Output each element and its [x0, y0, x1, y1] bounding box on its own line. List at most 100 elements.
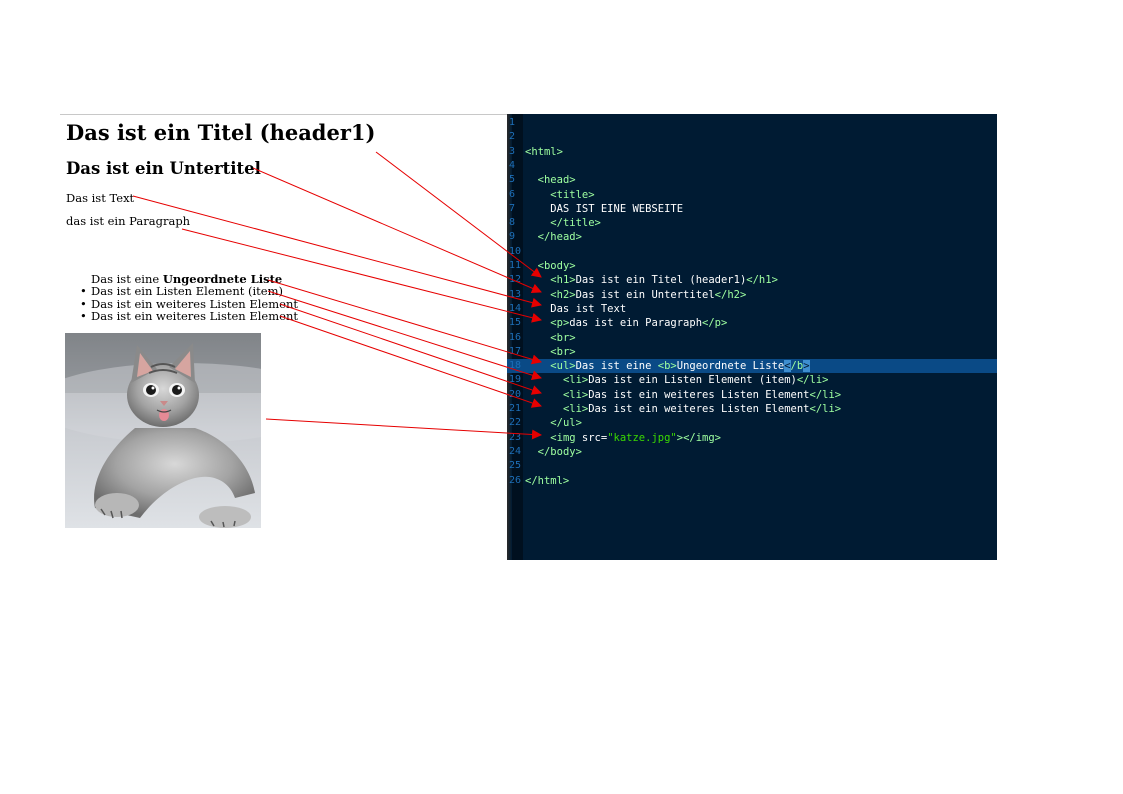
code-token: das ist ein Paragraph — [569, 317, 703, 330]
code-token — [525, 317, 550, 329]
code-text: </title> — [525, 216, 601, 230]
code-line-12[interactable]: 12 <h1>Das ist ein Titel (header1)</h1> — [507, 273, 997, 287]
code-token: </li> — [809, 403, 842, 415]
code-token: <title> — [550, 188, 595, 201]
browser-preview: Das ist ein Titel (header1) Das ist ein … — [60, 114, 507, 561]
code-token: </title> — [550, 217, 601, 230]
line-number: 19 — [509, 374, 522, 386]
code-token — [525, 374, 563, 386]
preview-unordered-list: Das ist eine Ungeordnete Liste Das ist e… — [80, 273, 298, 323]
code-text: <html> — [525, 145, 563, 159]
code-token: /b — [790, 360, 804, 373]
code-token: ></img> — [676, 431, 722, 444]
code-text: </html> — [525, 474, 569, 488]
code-token — [525, 274, 550, 286]
code-line-7[interactable]: 7 DAS IST EINE WEBSEITE — [507, 202, 997, 216]
line-number: 10 — [509, 245, 522, 257]
code-token: <p> — [550, 317, 570, 330]
code-text: </body> — [525, 445, 582, 459]
code-line-5[interactable]: 5 <head> — [507, 173, 997, 187]
code-line-23[interactable]: 23 <img src="katze.jpg"></img> — [507, 431, 997, 445]
code-line-1[interactable]: 1 — [507, 116, 997, 130]
code-token: </ul> — [550, 417, 582, 430]
code-text: <br> — [525, 331, 575, 345]
line-number: 8 — [509, 217, 516, 229]
code-token: <li> — [562, 374, 589, 387]
code-line-24[interactable]: 24 </body> — [507, 445, 997, 459]
code-line-10[interactable]: 10 — [507, 245, 997, 259]
line-number: 23 — [509, 431, 522, 443]
code-line-16[interactable]: 16 <br> — [507, 331, 997, 345]
code-line-15[interactable]: 15 <p>das ist ein Paragraph</p> — [507, 316, 997, 330]
code-token — [525, 403, 563, 415]
code-token: > — [803, 360, 810, 373]
line-number: 5 — [509, 174, 516, 186]
code-text: DAS IST EINE WEBSEITE — [525, 202, 683, 216]
code-token: Das ist eine — [575, 360, 658, 373]
code-token: <b> — [657, 360, 677, 373]
line-number: 12 — [509, 274, 522, 286]
line-number: 11 — [509, 260, 522, 271]
code-line-20[interactable]: 20 <li>Das ist ein weiteres Listen Eleme… — [507, 388, 997, 402]
code-token: < — [784, 360, 791, 373]
code-line-6[interactable]: 6 <title> — [507, 188, 997, 202]
line-number: 20 — [509, 388, 522, 400]
code-token: </html> — [525, 474, 570, 487]
code-line-19[interactable]: 19 <li>Das ist ein Listen Element (item)… — [507, 373, 997, 387]
code-text: <head> — [525, 173, 576, 187]
code-token: DAS IST EINE WEBSEITE — [525, 202, 684, 215]
code-token: Das ist ein weiteres Listen Element — [588, 388, 810, 401]
preview-paragraph: das ist ein Paragraph — [66, 214, 191, 228]
line-number: 7 — [509, 202, 516, 214]
code-token: <html> — [525, 145, 563, 158]
line-number: 13 — [509, 288, 522, 300]
code-token: Das ist ein Titel (header1) — [575, 274, 747, 287]
code-line-9[interactable]: 9 </head> — [507, 230, 997, 244]
line-number: 22 — [509, 417, 522, 429]
code-line-17[interactable]: 17 <br> — [507, 345, 997, 359]
code-token — [525, 231, 538, 243]
code-token: </li> — [809, 388, 842, 401]
list-item: Das ist ein weiteres Listen Element — [80, 310, 298, 323]
code-text: <li>Das ist ein weiteres Listen Element<… — [525, 402, 841, 416]
code-line-25[interactable]: 25 — [507, 459, 997, 473]
code-token: Das ist ein Listen Element (item) — [588, 374, 797, 387]
code-token: </h1> — [746, 274, 778, 287]
preview-heading-1: Das ist ein Titel (header1) — [66, 120, 376, 145]
code-line-26[interactable]: 26</html> — [507, 474, 997, 488]
code-text: <title> — [525, 188, 595, 202]
code-line-2[interactable]: 2 — [507, 130, 997, 144]
code-line-4[interactable]: 4 — [507, 159, 997, 173]
code-text: </ul> — [525, 416, 582, 430]
code-line-22[interactable]: 22 </ul> — [507, 416, 997, 430]
code-token: </head> — [537, 231, 582, 244]
line-number: 1 — [509, 117, 516, 128]
code-token — [525, 174, 538, 186]
line-number: 6 — [509, 188, 516, 200]
code-text: <h1>Das ist ein Titel (header1)</h1> — [525, 273, 778, 287]
code-line-11[interactable]: 11 <body> — [507, 259, 997, 273]
code-token: <h2> — [550, 288, 576, 301]
line-number: 3 — [509, 145, 516, 157]
code-token — [525, 389, 563, 401]
code-token: Ungeordnete Liste — [676, 360, 785, 373]
code-token — [525, 432, 550, 444]
code-token: <body> — [537, 260, 576, 272]
code-token — [525, 189, 550, 201]
line-number: 17 — [509, 345, 522, 357]
code-line-14[interactable]: 14 Das ist Text — [507, 302, 997, 316]
line-number: 21 — [509, 403, 522, 414]
code-text: <h2>Das ist ein Untertitel</h2> — [525, 288, 746, 302]
code-token: </p> — [702, 317, 728, 330]
line-number: 24 — [509, 445, 522, 457]
code-token: <head> — [537, 174, 576, 187]
line-number: 4 — [509, 159, 516, 171]
code-token — [525, 289, 550, 301]
code-line-13[interactable]: 13 <h2>Das ist ein Untertitel</h2> — [507, 288, 997, 302]
code-line-21[interactable]: 21 <li>Das ist ein weiteres Listen Eleme… — [507, 402, 997, 416]
code-line-18[interactable]: 18 <ul>Das ist eine <b>Ungeordnete Liste… — [507, 359, 997, 374]
code-line-3[interactable]: 3 <html> — [507, 145, 997, 159]
preview-heading-2: Das ist ein Untertitel — [66, 159, 261, 178]
code-line-8[interactable]: 8 </title> — [507, 216, 997, 230]
